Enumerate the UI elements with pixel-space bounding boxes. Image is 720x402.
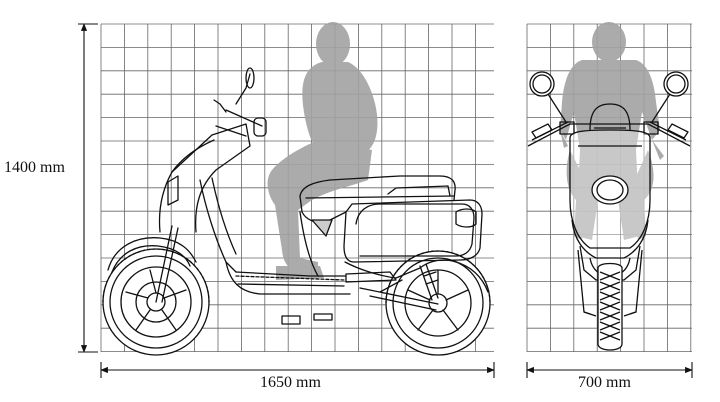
- scooter-front: [527, 71, 691, 351]
- scooter-side: [102, 67, 491, 356]
- height-dimension-arrow: [78, 23, 98, 353]
- width-dimension-label: 700 mm: [578, 374, 631, 391]
- length-dimension-arrow: [100, 362, 495, 378]
- rider-silhouette-front: [560, 22, 664, 240]
- height-dimension-label: 1400 mm: [2, 159, 67, 177]
- rear-wheel: [385, 250, 491, 356]
- width-dimension-arrow: [526, 362, 693, 378]
- length-dimension-label: 1650 mm: [260, 374, 321, 391]
- rider-silhouette-side: [267, 22, 378, 280]
